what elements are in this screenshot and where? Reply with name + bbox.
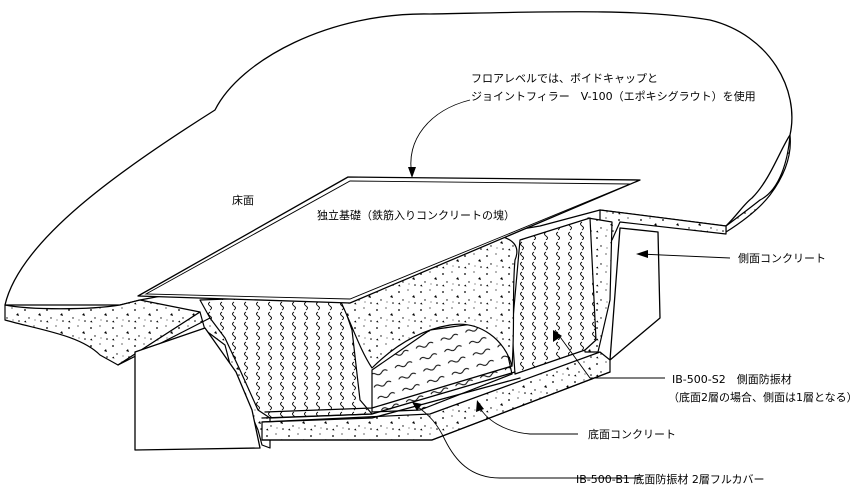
left-block-face [134, 327, 261, 451]
side-concrete-label: 側面コンクリート [738, 252, 826, 265]
side-material-note: （底面2層の場合、側面は1層となる） [668, 390, 858, 404]
bottom-concrete-label: 底面コンクリート [588, 427, 676, 441]
side-concrete-face [609, 227, 661, 361]
void-cap-plate [137, 176, 641, 304]
note-line-2: ジョイントフィラー V-100（エポキシグラウト）を使用 [471, 89, 756, 103]
floor-slab [4, 11, 793, 306]
side-material-label: IB-500-S2 側面防振材 [672, 372, 792, 386]
leader-lines [408, 99, 731, 479]
note-line-1: フロアレベルでは、ボイドキャップと [471, 72, 658, 85]
footing-label: 独立基礎（鉄筋入りコンクリートの塊） [317, 208, 515, 222]
right-side-isolation-board [511, 217, 597, 375]
floor-label: 床面 [232, 193, 254, 207]
bottom-material-label: IB-500-B1 底面防振材 2層フルカバー [576, 472, 765, 486]
